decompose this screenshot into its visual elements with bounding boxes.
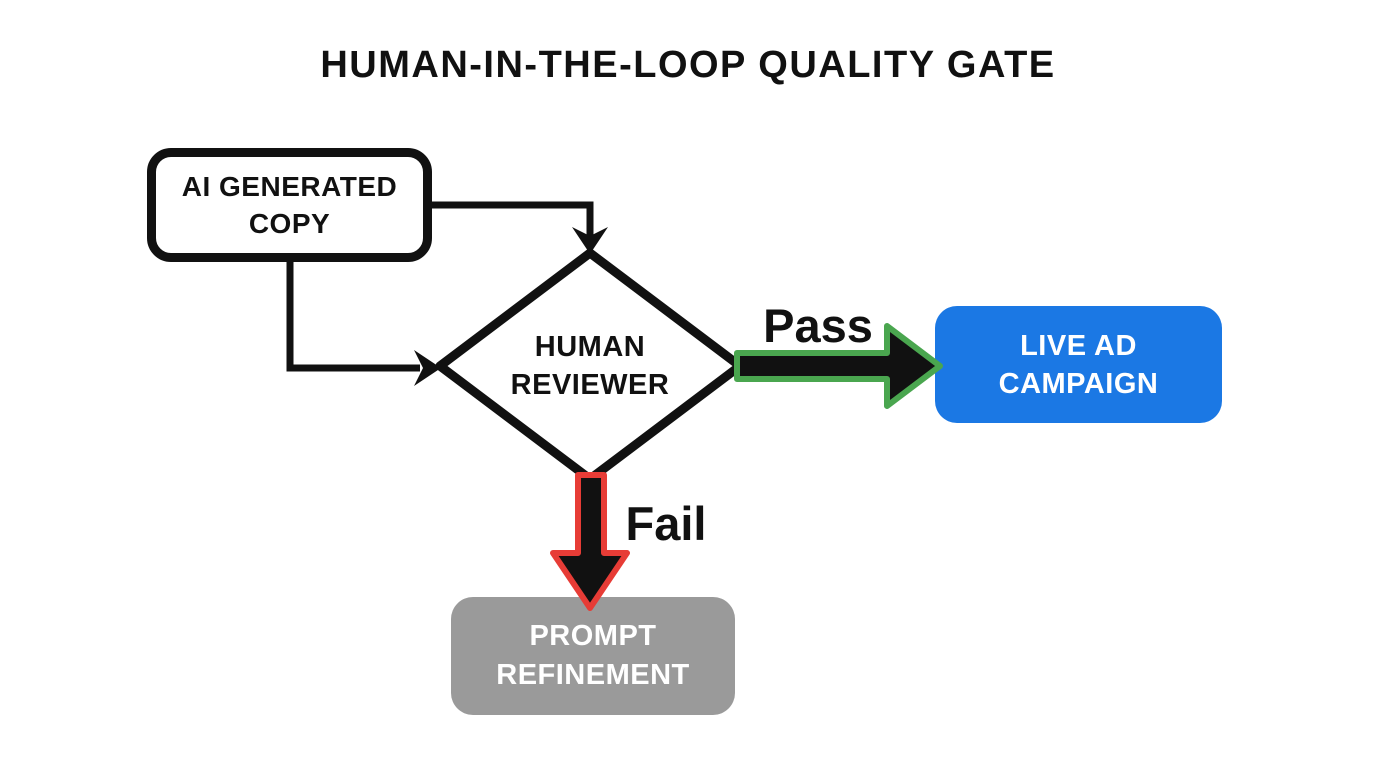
edge-ai-to-reviewer-top-line (432, 201, 594, 240)
node-human-reviewer-label-line1: HUMAN (534, 331, 646, 363)
node-ai-generated-copy-label-line1: AI GENERATED (181, 171, 398, 202)
node-ai-generated-copy: AI GENERATED COPY (147, 148, 432, 262)
diagram-title: HUMAN-IN-THE-LOOP QUALITY GATE (320, 44, 1056, 86)
node-prompt-refinement-label-line2: REFINEMENT (496, 659, 690, 691)
node-live-ad-campaign-label-line2: CAMPAIGN (998, 367, 1159, 400)
arrowhead-right-icon (414, 350, 441, 386)
node-human-reviewer-label-line2: REVIEWER (510, 369, 670, 401)
node-prompt-refinement: PROMPT REFINEMENT (451, 597, 735, 715)
node-prompt-refinement-label-line1: PROMPT (529, 620, 657, 652)
fail-edge-label: Fail (625, 497, 707, 550)
arrowhead-down-icon (572, 227, 608, 254)
node-live-ad-campaign: LIVE AD CAMPAIGN (935, 306, 1222, 423)
pass-edge-label: Pass (763, 299, 873, 352)
node-ai-generated-copy-label-line2: COPY (248, 208, 331, 239)
node-live-ad-campaign-label-line1: LIVE AD (1020, 329, 1137, 362)
edge-ai-to-reviewer-left-line (286, 262, 420, 372)
node-human-reviewer-label: HUMAN REVIEWER (465, 328, 715, 404)
